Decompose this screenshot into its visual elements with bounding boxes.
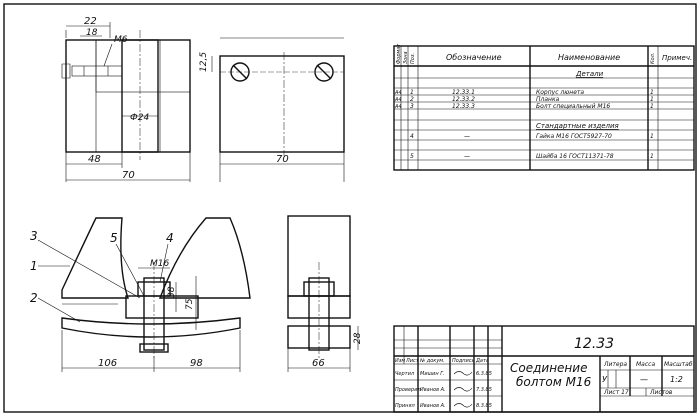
spec-row4-designation: — [464,133,470,140]
tb-name-drawn: Мишин Г. [420,371,445,377]
spec-row4-pos: 4 [410,133,414,140]
tb-col-change: Изм [395,358,405,364]
dim-bolt-thread: M16 [150,259,169,269]
tb-sheets-label: Листов [649,389,673,396]
spec-header-format: Формат [396,43,402,64]
spec-header-pos: Поз. [410,53,416,64]
tb-mass-label: Масса [636,361,655,368]
tb-mass-value: — [640,375,648,384]
spec-row5-pos: 5 [410,153,414,160]
spec-row5-name: Шайба 16 ГОСТ11371-78 [536,153,614,160]
spec-row2-name: Планка [536,96,560,103]
dim-bottom-right: 66 [312,358,325,369]
spec-row3-name: Болт специальный М16 [536,103,610,110]
tb-col-sign: Подпись [452,358,475,364]
tb-lit-label: Литера [603,361,627,368]
tb-date-approved: 8.3.85 [476,403,492,409]
tb-col-doc: № докум. [419,358,445,364]
tb-col-sheet: Лист [405,358,420,364]
title-line-2: болтом М16 [516,375,592,389]
tb-col-date: Дата [475,358,489,364]
tb-role-checked: Проверил [395,387,421,393]
spec-section-parts: Детали [575,70,604,78]
spec-row1-format: А4 [394,90,402,96]
title-block: 12.33 Соединение болтом М16 Литера Масса… [393,325,695,413]
spec-header-zone: Зона [403,51,409,64]
side-section-bottom-right: 66 28 [287,215,363,372]
leader-1: 1 [30,259,38,273]
dim-left-width: 48 [88,154,101,165]
signature-approved [453,403,473,408]
dim-thread-top: M6 [114,35,128,45]
leader-4: 4 [166,231,174,245]
spec-row1-name: Корпус люнета [536,89,584,96]
leader-2: 2 [30,291,38,305]
spec-row4-name: Гайка М16 ГОСТ5927-70 [536,133,612,140]
dim-overall-left: 70 [122,170,135,181]
section-view-top-left: 22 18 M6 Ф24 48 70 [61,16,191,182]
spec-row2-pos: 2 [410,96,414,103]
specification-table: Формат Зона Поз. Обозначение Наименовани… [393,43,695,171]
spec-row5-designation: — [464,153,470,160]
tb-role-approved: Принял [395,403,415,409]
dim-bottom-mid: 98 [190,358,203,369]
spec-header-qty: Кол. [650,53,656,64]
leader-5: 5 [110,231,118,245]
tb-sheet-label: Лист 17 [603,389,629,396]
spec-header-designation: Обозначение [446,53,502,62]
leader-3: 3 [30,229,38,243]
dim-top-inner: 18 [86,28,98,38]
spec-row3-designation: 12.33.3 [452,103,475,110]
tb-date-drawn: 6.3.85 [476,371,492,377]
tb-name-approved: Иванов А. [420,403,446,409]
spec-row1-pos: 1 [410,89,414,96]
spec-header-note: Примеч. [662,54,692,62]
assembly-view-bottom-left: M16 38 75 106 98 3 1 2 5 4 [30,217,251,372]
signature-checked [453,387,473,392]
tb-date-checked: 7.3.85 [476,387,492,393]
dim-38: 38 [167,286,177,298]
sheet-frame [3,3,697,413]
dim-overall-right: 70 [276,154,289,165]
spec-row2-qty: 1 [650,96,654,103]
spec-row2-designation: 12.33.2 [452,96,475,103]
dim-height-right: 12,5 [199,52,209,72]
spec-row1-qty: 1 [650,89,654,96]
side-view-top-right: 12,5 70 [199,37,345,182]
title-block-code: 12.33 [574,336,614,352]
dim-75: 75 [185,298,195,310]
dim-bottom-left: 106 [98,358,117,369]
spec-header-name: Наименование [558,53,620,62]
dim-top-width: 22 [84,16,97,27]
tb-lit-value: У [602,375,608,384]
dim-bore-diameter: Ф24 [130,113,149,123]
tb-scale-value: 1:2 [670,375,683,384]
spec-row3-format: А4 [394,104,402,110]
tb-role-drawn: Чертил [395,371,415,377]
tb-scale-label: Масштаб [664,361,693,368]
dim-side-height: 28 [353,332,363,344]
spec-row3-qty: 1 [650,103,654,110]
spec-row3-pos: 3 [410,103,414,110]
spec-row4-qty: 1 [650,133,654,140]
title-line-1: Соединение [510,361,587,375]
signature-drawn [453,371,473,376]
spec-row2-format: А4 [394,97,402,103]
spec-row5-qty: 1 [650,153,654,160]
spec-row1-designation: 12.33.1 [452,89,475,96]
tb-name-checked: Иванов А. [420,387,446,393]
spec-section-standard: Стандартные изделия [536,122,619,130]
